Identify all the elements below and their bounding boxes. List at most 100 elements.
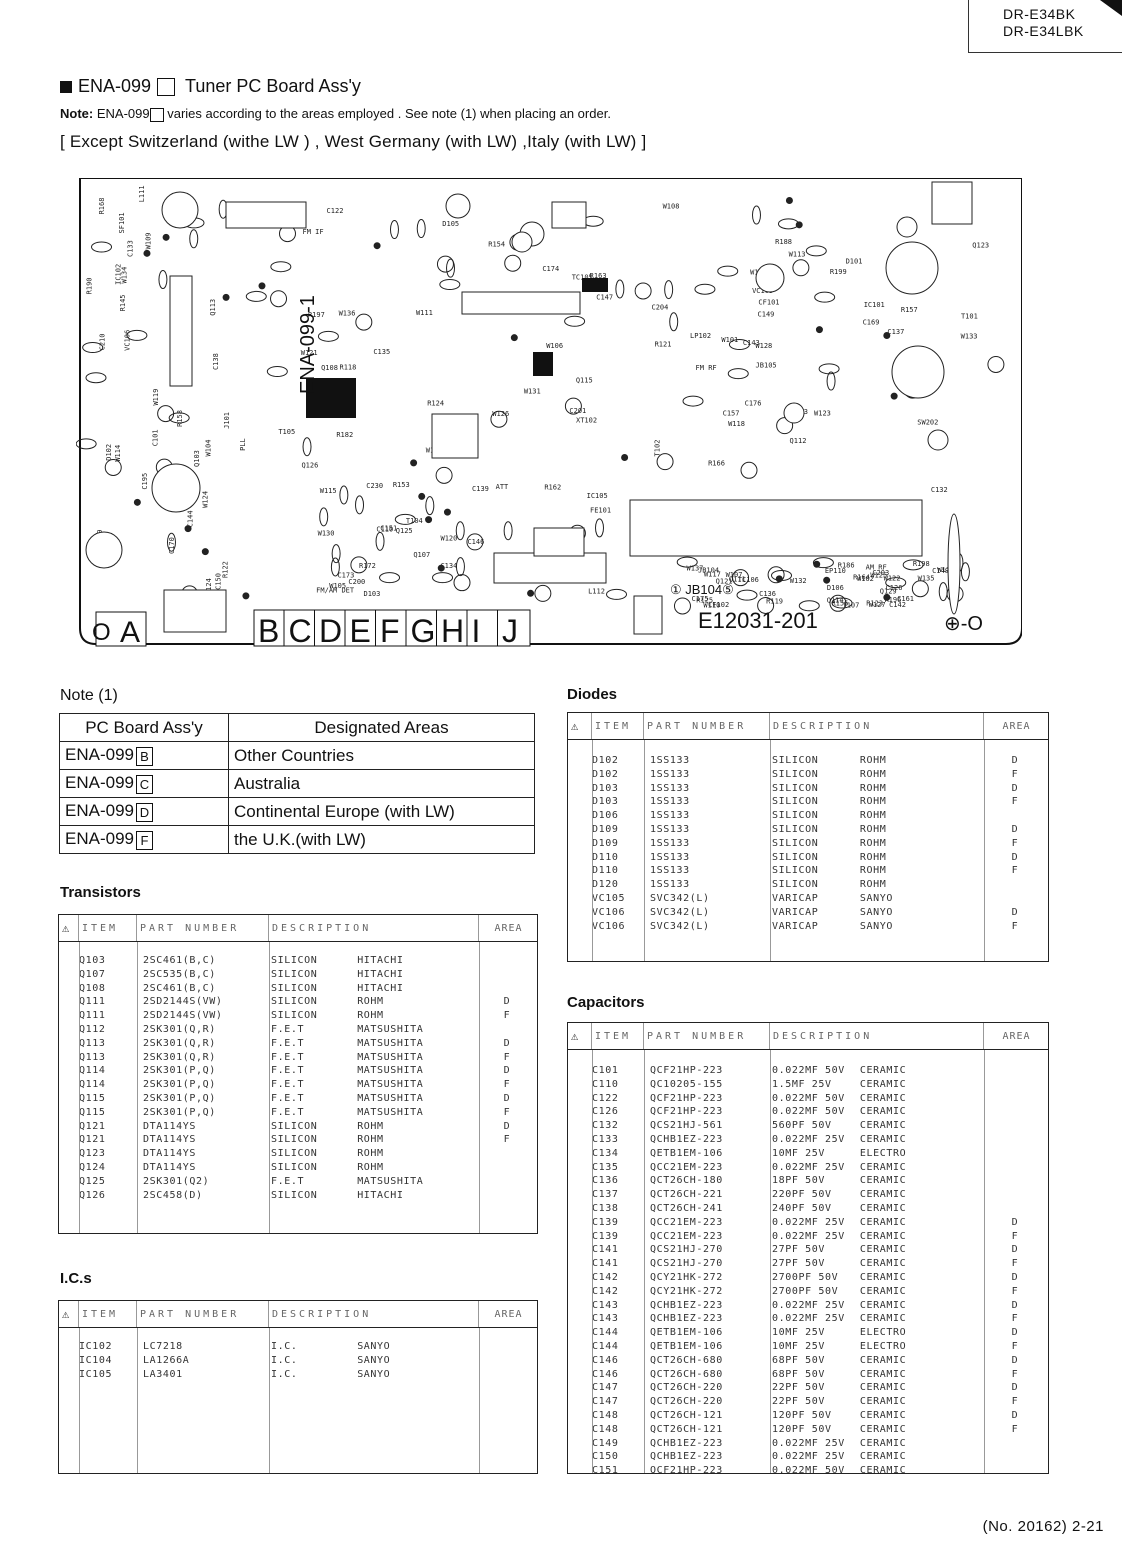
part-number-cell: SVC342(L) (650, 906, 710, 918)
area-cell (479, 1161, 535, 1175)
silkscreen-label: C203 (872, 569, 889, 577)
resistor-symbol (676, 556, 698, 568)
silkscreen-label: PLL (239, 438, 247, 451)
area-cell (984, 892, 1046, 906)
svg-text:① JB104⑤: ① JB104⑤ (670, 582, 734, 597)
silkscreen-label: C110 (376, 525, 393, 533)
page-heading: ENA-099 Tuner PC Board Ass'y (60, 76, 361, 97)
maker-cell: CERAMIC (859, 1065, 907, 1076)
maker-cell: MATSUSHITA (357, 1051, 424, 1063)
part-number-cell: QCS21HJ-270 (650, 1258, 723, 1270)
silkscreen-label: C126 (886, 584, 903, 592)
description-cell: SILICON (271, 982, 318, 994)
silkscreen-label: C173 (337, 572, 354, 580)
maker-cell: MATSUSHITA (357, 1175, 424, 1187)
maker-cell: CERAMIC (859, 1313, 907, 1325)
silkscreen-label: R190 (85, 277, 93, 294)
maker-cell: CERAMIC (859, 1216, 907, 1228)
item-cell: Q113 (79, 1051, 106, 1063)
maker-cell: ROHM (859, 755, 887, 766)
maker-cell: ELECTRO (859, 1340, 907, 1352)
description-cell: SILICON (271, 968, 318, 980)
description-cell: SILICON (772, 796, 819, 808)
electrolytic-capacitor-symbol (435, 466, 453, 484)
area-cell: D (1011, 1244, 1019, 1256)
silkscreen-label: R164 (853, 574, 870, 582)
maker-cell: HITACHI (357, 1189, 404, 1201)
item-cell: C142 (592, 1271, 619, 1283)
description-cell: I.C. (271, 1341, 298, 1352)
silkscreen-label: W124 (201, 491, 209, 508)
item-cell: C133 (592, 1133, 619, 1145)
area-cell (479, 982, 535, 996)
description-cell: SILICON (271, 955, 318, 966)
description-cell: VARICAP (772, 892, 819, 904)
item-cell: Q111 (79, 996, 106, 1008)
silkscreen-label: C146 (467, 538, 484, 546)
area-cell (984, 1147, 1046, 1161)
capacitor-symbol (355, 495, 365, 515)
silkscreen-label: R145 (119, 295, 127, 312)
header-area: AREA (1002, 720, 1031, 732)
silkscreen-label: W127 (869, 601, 886, 609)
maker-cell: MATSUSHITA (357, 1023, 424, 1035)
note-code: ENA-099 (96, 106, 150, 121)
part-number-cell: 1SS133 (650, 851, 690, 863)
silkscreen-label: W123 (814, 409, 831, 417)
note1-title: Note (1) (60, 687, 118, 704)
area-cell (479, 1189, 535, 1203)
item-cell: Q121 (79, 1134, 106, 1146)
note-text: varies according to the areas employed .… (167, 106, 611, 121)
silkscreen-label: R124 (427, 400, 444, 408)
areas-header-board: PC Board Ass'y (59, 713, 229, 742)
item-cell: C126 (592, 1106, 619, 1118)
capacitor-symbol (615, 279, 625, 299)
solder-pad (184, 525, 192, 533)
part-number-cell: 1SS133 (650, 865, 690, 877)
description-cell: I.C. (271, 1368, 298, 1380)
board-code: ENA-099 (78, 76, 152, 96)
silkscreen-label: C101 (152, 429, 160, 446)
capacitor-symbol (339, 485, 349, 505)
solder-pad (815, 326, 823, 334)
electrolytic-capacitor-symbol (504, 254, 522, 272)
item-cell: C148 (592, 1423, 619, 1435)
resistor-symbol (168, 412, 190, 424)
description-cell: 18PF 50V (772, 1175, 825, 1187)
solder-pad (890, 392, 898, 400)
part-number-cell: 1SS133 (650, 782, 690, 794)
capacitor-symbol (446, 258, 456, 278)
item-cell: D109 (592, 823, 619, 835)
capacitor-symbol (425, 496, 435, 516)
item-cell: Q115 (79, 1106, 106, 1118)
silkscreen-label: C150 (214, 573, 222, 590)
column-divider (479, 1328, 480, 1473)
item-cell: C143 (592, 1313, 619, 1325)
area-cell: F (1011, 768, 1019, 780)
header-mark: ⚠ (59, 915, 79, 941)
item-cell: Q113 (79, 1037, 106, 1049)
silkscreen-label: W130 (318, 529, 335, 537)
silkscreen-label: D103 (364, 590, 381, 598)
header-item: ITEM (592, 713, 644, 739)
solder-pad (425, 516, 433, 524)
capacitor-symbol (455, 557, 465, 577)
part-number-cell: QCS21HJ-270 (650, 1244, 723, 1256)
area-cell (984, 1450, 1046, 1464)
description-cell: SILICON (772, 768, 819, 780)
item-cell: D109 (592, 837, 619, 849)
item-cell: VC106 (592, 920, 626, 932)
part-number-cell: QCF21HP-223 (650, 1106, 723, 1118)
